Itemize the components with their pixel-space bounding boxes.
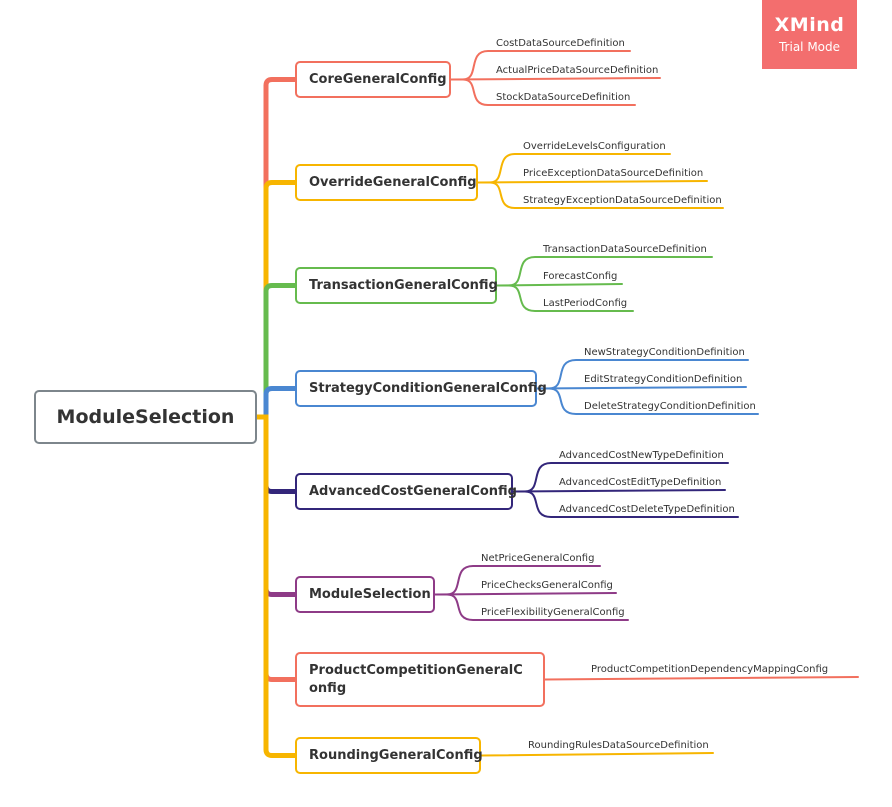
subtopic-label[interactable]: OverrideLevelsConfiguration	[523, 141, 666, 152]
subtopic-connector	[434, 592, 617, 596]
topic-override-general-config[interactable]: OverrideGeneralConfig	[295, 164, 478, 201]
central-topic[interactable]: ModuleSelection	[34, 390, 257, 444]
subtopic-label[interactable]: EditStrategyConditionDefinition	[584, 374, 743, 385]
topic-transaction-general-config[interactable]: TransactionGeneralConfig	[295, 267, 498, 304]
subtopic-connector	[512, 490, 739, 518]
topic-core-general-config[interactable]: CoreGeneralConfig	[295, 61, 451, 98]
trunk-connector	[254, 414, 298, 758]
topic-module-selection[interactable]: ModuleSelection	[295, 576, 435, 613]
subtopic-connector	[496, 284, 634, 312]
subtopic-label[interactable]: AdvancedCostEditTypeDefinition	[559, 477, 722, 488]
subtopic-connector	[496, 283, 623, 287]
topic-rounding-general-config[interactable]: RoundingGeneralConfig	[295, 737, 483, 774]
topic-advanced-cost-general-config[interactable]: AdvancedCostGeneralConfig	[295, 473, 517, 510]
subtopic-label[interactable]: NewStrategyConditionDefinition	[584, 347, 745, 358]
trunk-connector	[254, 77, 298, 420]
subtopic-label[interactable]: RoundingRulesDataSourceDefinition	[528, 740, 709, 751]
trunk-connector	[254, 180, 298, 420]
subtopic-label[interactable]: AdvancedCostDeleteTypeDefinition	[559, 504, 735, 515]
subtopic-connector	[536, 387, 759, 415]
subtopic-label[interactable]: AdvancedCostNewTypeDefinition	[559, 450, 724, 461]
watermark-mode: Trial Mode	[778, 40, 841, 54]
trunk-connector	[254, 283, 298, 420]
xmind-trial-watermark: XMind Trial Mode	[762, 0, 857, 69]
subtopic-connector	[512, 489, 726, 493]
topic-strategy-condition-general-config[interactable]: StrategyConditionGeneralConfig	[295, 370, 547, 407]
subtopic-label[interactable]: PriceFlexibilityGeneralConfig	[481, 607, 625, 618]
subtopic-label[interactable]: TransactionDataSourceDefinition	[543, 244, 707, 255]
subtopic-label[interactable]: ActualPriceDataSourceDefinition	[496, 65, 659, 76]
trunk-connector	[254, 386, 298, 420]
subtopic-connector	[480, 752, 714, 757]
watermark-brand: XMind	[774, 14, 845, 36]
subtopic-label[interactable]: DeleteStrategyConditionDefinition	[584, 401, 756, 412]
subtopic-label[interactable]: ProductCompetitionDependencyMappingConfi…	[591, 664, 829, 675]
subtopic-connector	[477, 181, 724, 209]
trunk-connector	[254, 414, 298, 494]
subtopic-connector	[450, 77, 661, 81]
subtopic-connector	[450, 78, 636, 106]
subtopic-label[interactable]: StrategyExceptionDataSourceDefinition	[523, 195, 722, 206]
subtopic-label[interactable]: PriceExceptionDataSourceDefinition	[523, 168, 704, 179]
trunk-connector	[254, 414, 298, 597]
subtopic-label[interactable]: ForecastConfig	[543, 271, 618, 282]
subtopic-connector	[434, 593, 629, 621]
subtopic-connector	[477, 180, 708, 184]
subtopic-label[interactable]: NetPriceGeneralConfig	[481, 553, 595, 564]
subtopic-label[interactable]: CostDataSourceDefinition	[496, 38, 625, 49]
subtopic-connector	[536, 386, 747, 390]
subtopic-label[interactable]: LastPeriodConfig	[543, 298, 628, 309]
subtopic-connector	[544, 676, 859, 681]
subtopic-label[interactable]: PriceChecksGeneralConfig	[481, 580, 613, 591]
topic-product-competition-general-config[interactable]: ProductCompetitionGeneralConfig	[295, 652, 545, 707]
subtopic-label[interactable]: StockDataSourceDefinition	[496, 92, 631, 103]
trunk-connector	[254, 414, 298, 682]
